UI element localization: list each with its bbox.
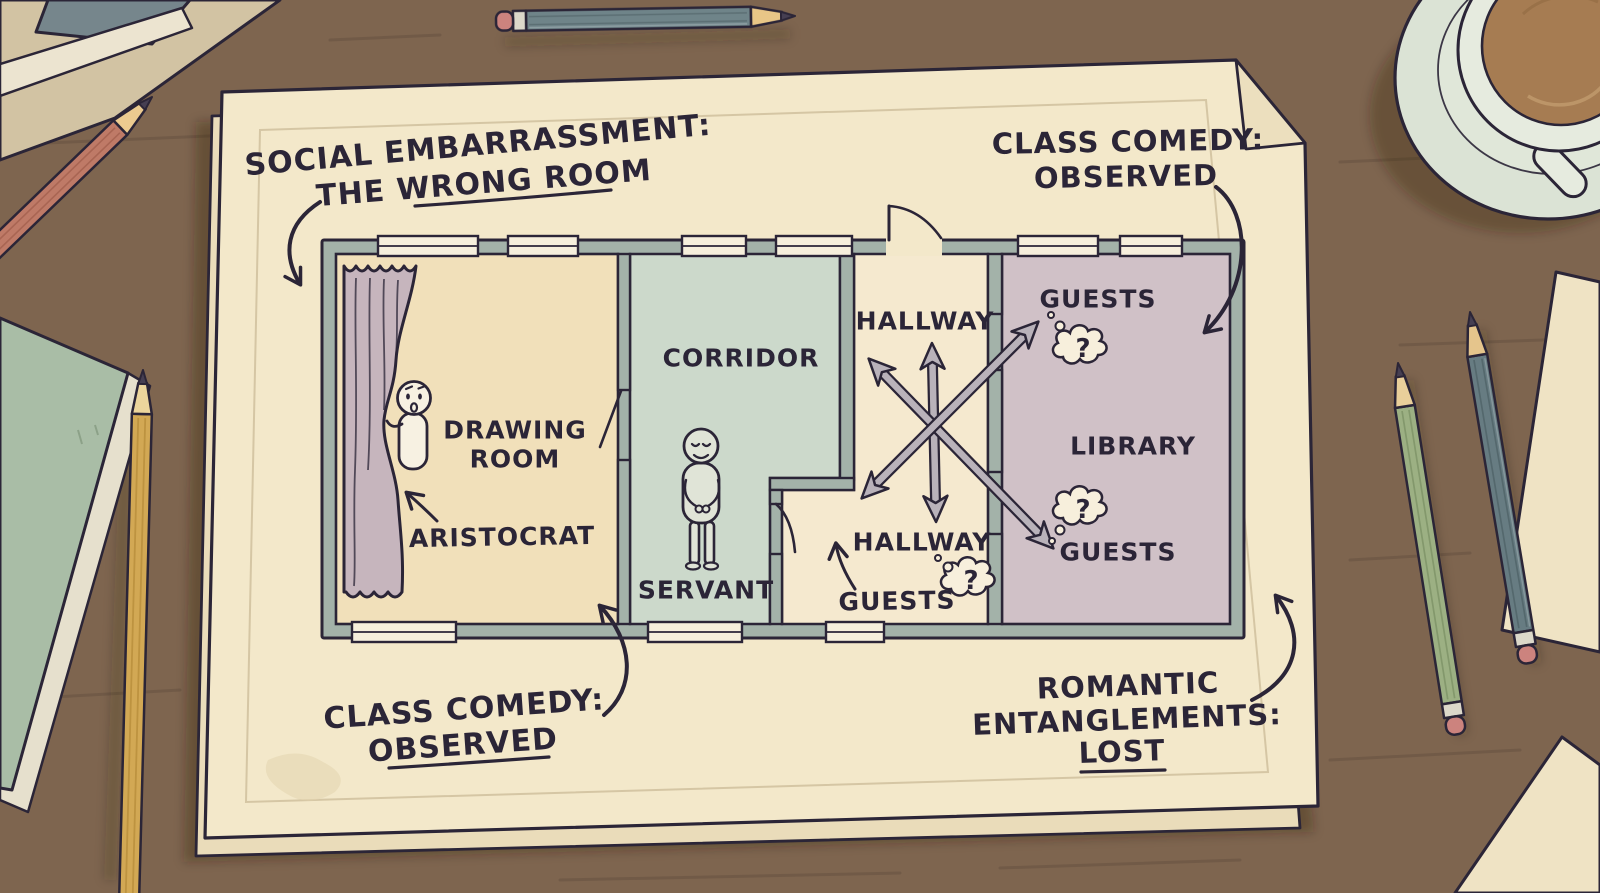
drawing-room-label-line1: DRAWING xyxy=(443,415,587,445)
thought-bubble-icon xyxy=(939,556,996,597)
underline-wrong-room xyxy=(413,188,613,208)
windows xyxy=(350,234,1184,644)
question-mark-library-top: ? xyxy=(1075,334,1091,364)
arrow-to-library-bottom-icon xyxy=(1250,593,1297,702)
right-paper xyxy=(1500,270,1600,654)
servant-figure-icon xyxy=(681,427,721,571)
guests-library-bottom-label: GUESTS xyxy=(1059,537,1177,567)
question-mark-library-bottom: ? xyxy=(1075,495,1091,525)
annotation-arrows xyxy=(283,185,1297,774)
bottom-right-paper xyxy=(1453,735,1600,893)
paper-stain xyxy=(265,753,341,801)
thought-bubbles xyxy=(934,311,1108,597)
guests-hallway-label: GUESTS xyxy=(838,585,956,617)
aristocrat-label: ARISTOCRAT xyxy=(408,520,596,554)
annotation-class-comedy-top-line2: OBSERVED xyxy=(1033,157,1219,196)
underline-observed xyxy=(387,755,551,770)
paper-inner-border xyxy=(244,98,1270,804)
slate-pencil-icon xyxy=(1466,311,1539,665)
annotation-romantic-line3: LOST xyxy=(1078,732,1166,771)
guests-library-top-label: GUESTS xyxy=(1039,284,1157,314)
annotation-romantic-line1: ROMANTIC xyxy=(1036,665,1220,706)
hallway-double-arrows-icon xyxy=(860,320,1055,550)
thought-bubble-icon xyxy=(1051,324,1108,365)
arrow-to-drawing-room-icon xyxy=(283,200,322,287)
thought-bubble-icon xyxy=(1051,485,1108,526)
top-door-opening xyxy=(886,238,942,256)
guests-pointer-arrow-icon xyxy=(827,541,857,591)
curtain-icon xyxy=(342,264,418,599)
annotation-class-comedy-top-line1: CLASS COMEDY: xyxy=(991,122,1265,161)
teal-pencil-top-icon xyxy=(494,5,796,33)
servant-label: SERVANT xyxy=(637,575,775,605)
arrow-to-drawing-room-bottom-icon xyxy=(597,603,629,717)
drawing-room-label-line2: ROOM xyxy=(469,444,561,474)
question-mark-hallway: ? xyxy=(963,566,979,596)
floor-plan xyxy=(320,204,1246,644)
coffee-cup-icon xyxy=(1393,0,1600,221)
underline-lost xyxy=(1079,768,1167,774)
library-label: LIBRARY xyxy=(1070,431,1196,461)
corridor-label: CORRIDOR xyxy=(662,343,820,373)
green-pencil-icon xyxy=(1393,362,1467,736)
hallway-lower-label: HALLWAY xyxy=(852,527,992,557)
red-pencil-icon xyxy=(0,96,153,303)
aristocrat-figure-icon xyxy=(385,380,432,471)
aristocrat-pointer-arrow-icon xyxy=(404,490,439,523)
door-swings xyxy=(598,204,943,554)
arrow-to-library-icon xyxy=(1202,185,1244,335)
yellow-pencil-icon xyxy=(114,369,154,893)
folded-corner-icon xyxy=(1234,58,1307,151)
hallway-upper-label: HALLWAY xyxy=(855,306,995,336)
